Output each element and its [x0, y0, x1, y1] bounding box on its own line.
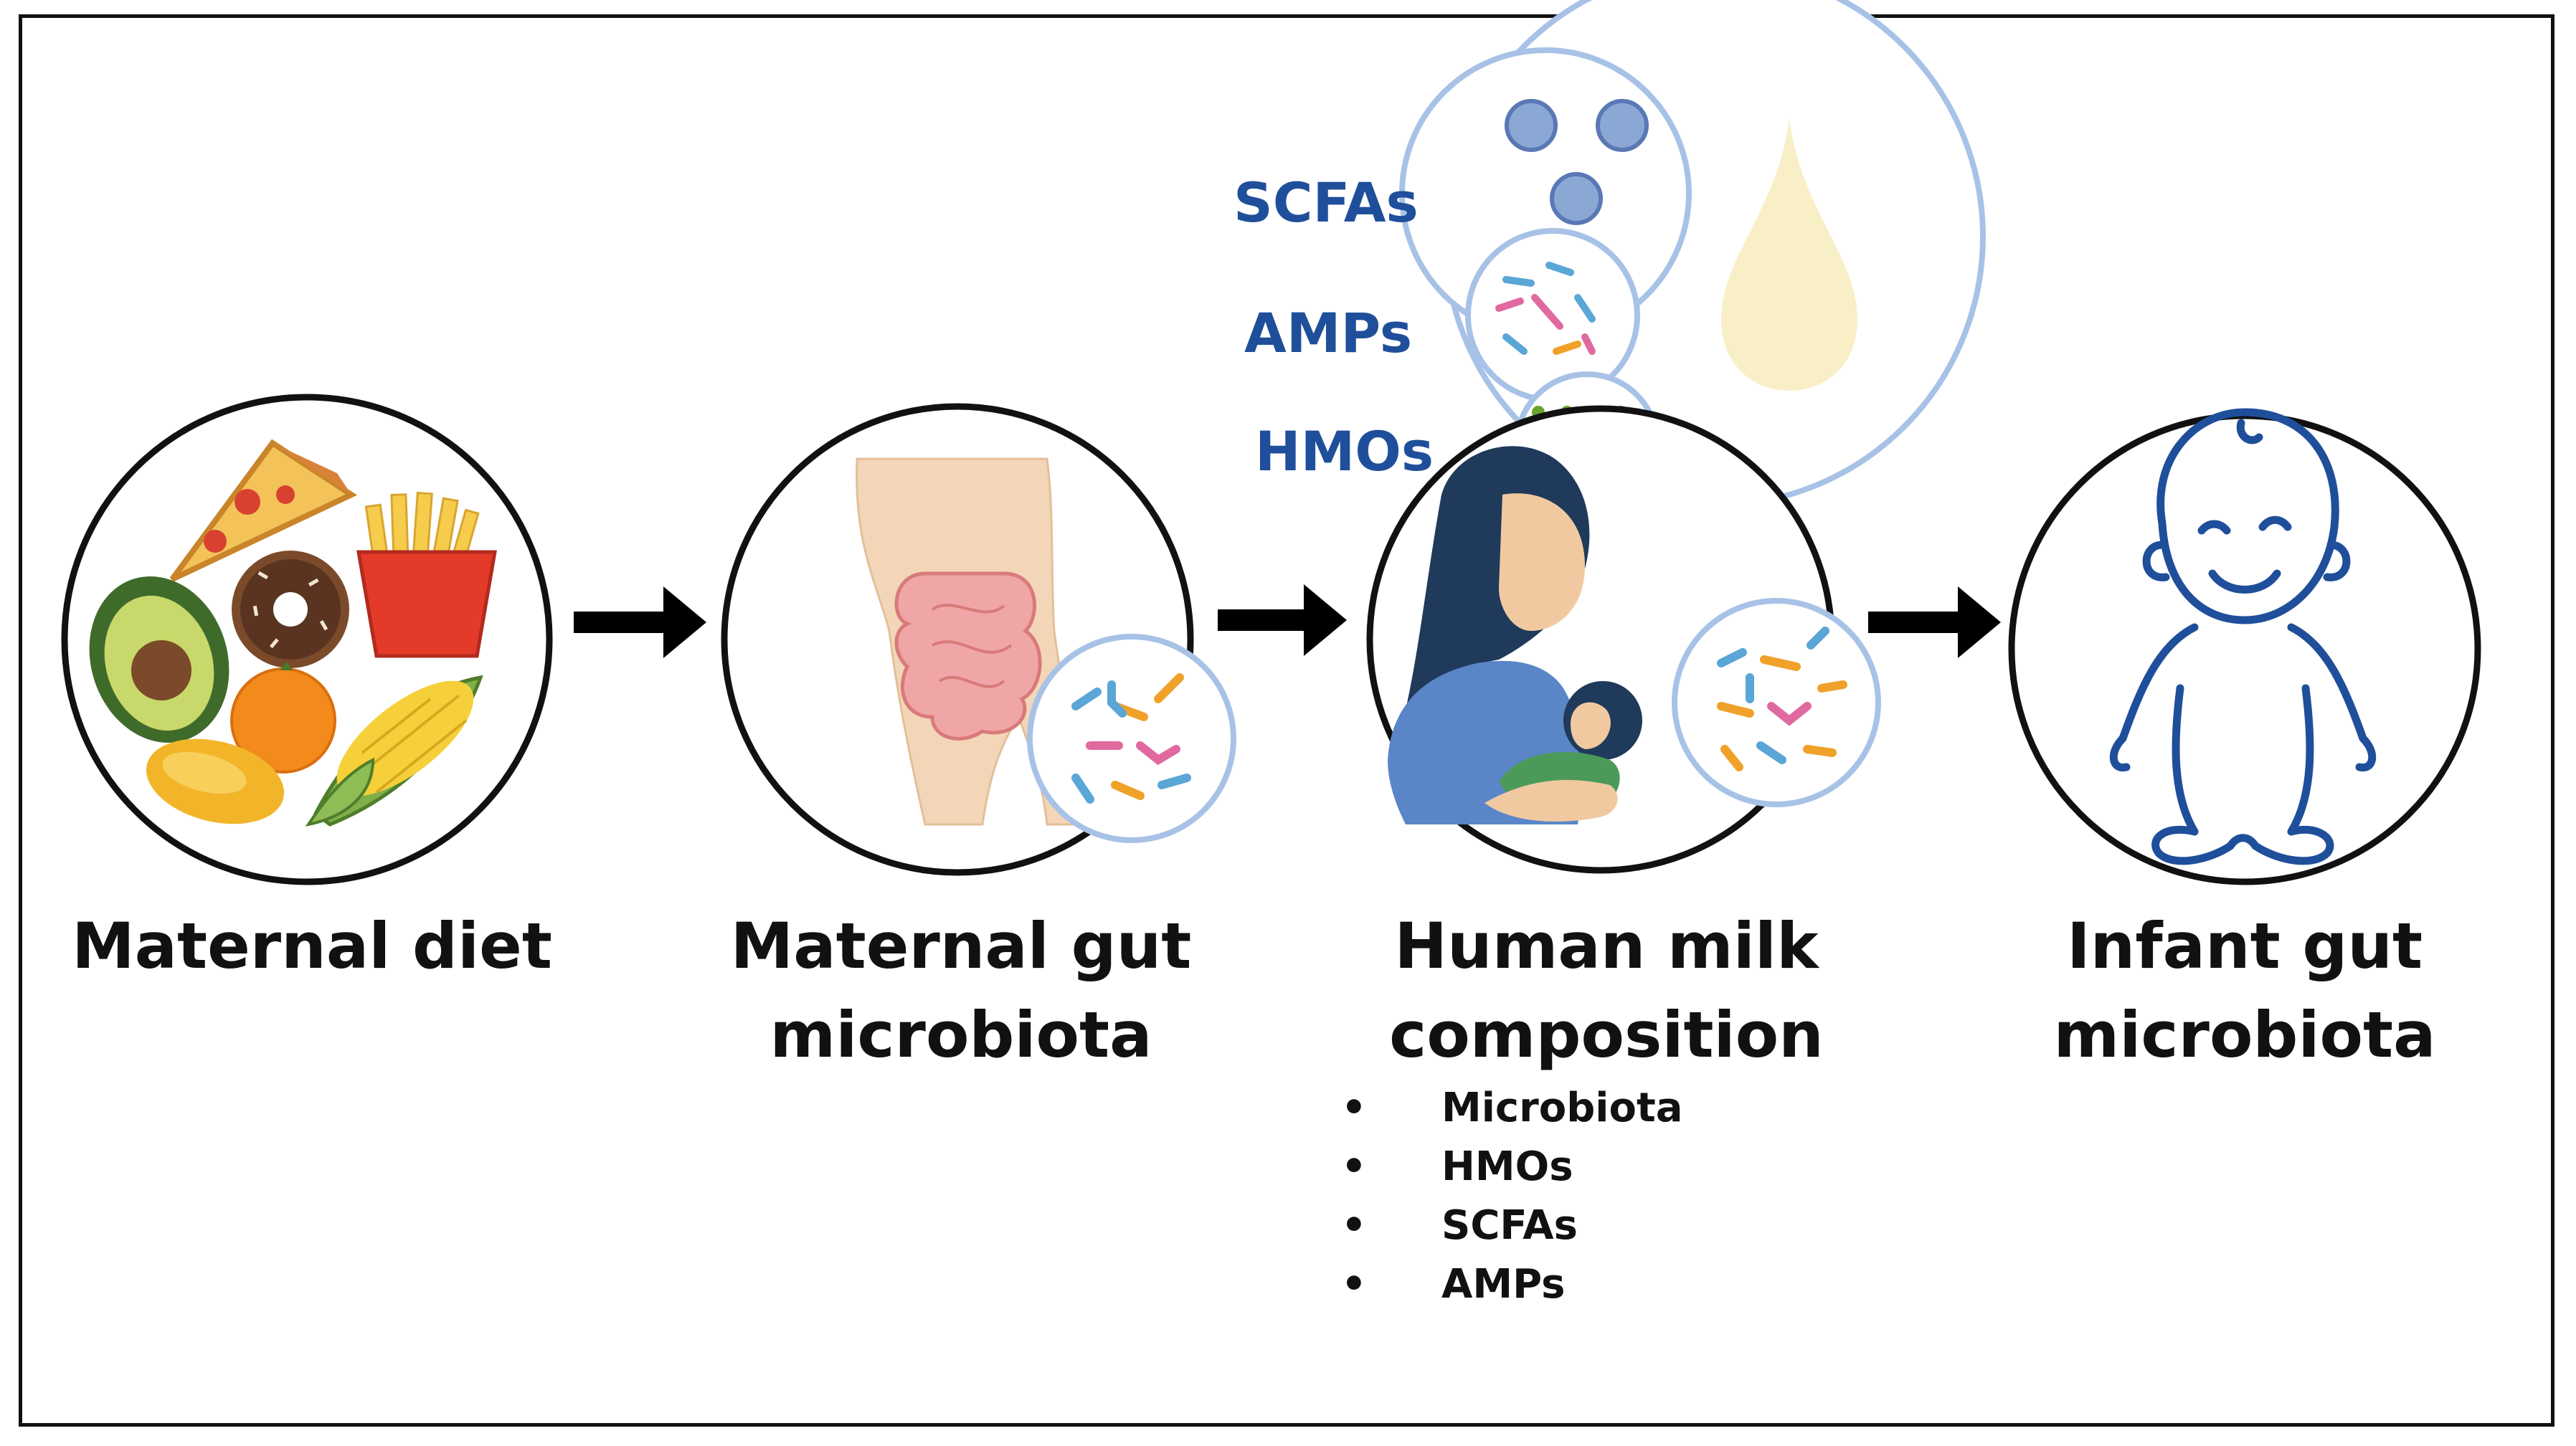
scfas-label: SCFAs [1233, 171, 1419, 234]
list-item: AMPs [1341, 1255, 1683, 1314]
bacteria-icon [1027, 634, 1236, 843]
list-item: SCFAs [1341, 1197, 1683, 1255]
amps-label: AMPs [1244, 301, 1413, 365]
bacteria-icon [1465, 228, 1640, 403]
baby-icon [2008, 408, 2481, 885]
stage-label-maternal-gut: Maternal gut microbiota [730, 909, 1192, 1072]
stage-label-human-milk: Human milk composition [1389, 909, 1824, 1072]
hmos-label: HMOs [1255, 419, 1434, 483]
list-item: HMOs [1341, 1138, 1683, 1197]
gut-torso-icon [721, 403, 1194, 876]
arrow-right-icon [1218, 584, 1347, 656]
food-plate-icon [61, 394, 553, 885]
stage-label-maternal-diet: Maternal diet [72, 909, 552, 983]
arrow-right-icon [574, 586, 706, 658]
arrow-right-icon [1868, 586, 2001, 658]
stage-label-infant-gut: Infant gut microbiota [2053, 909, 2436, 1072]
list-item: Microbiota [1341, 1079, 1683, 1138]
composition-list: Microbiota HMOs SCFAs AMPs [1341, 1079, 1683, 1314]
bacteria-icon [1672, 598, 1881, 807]
